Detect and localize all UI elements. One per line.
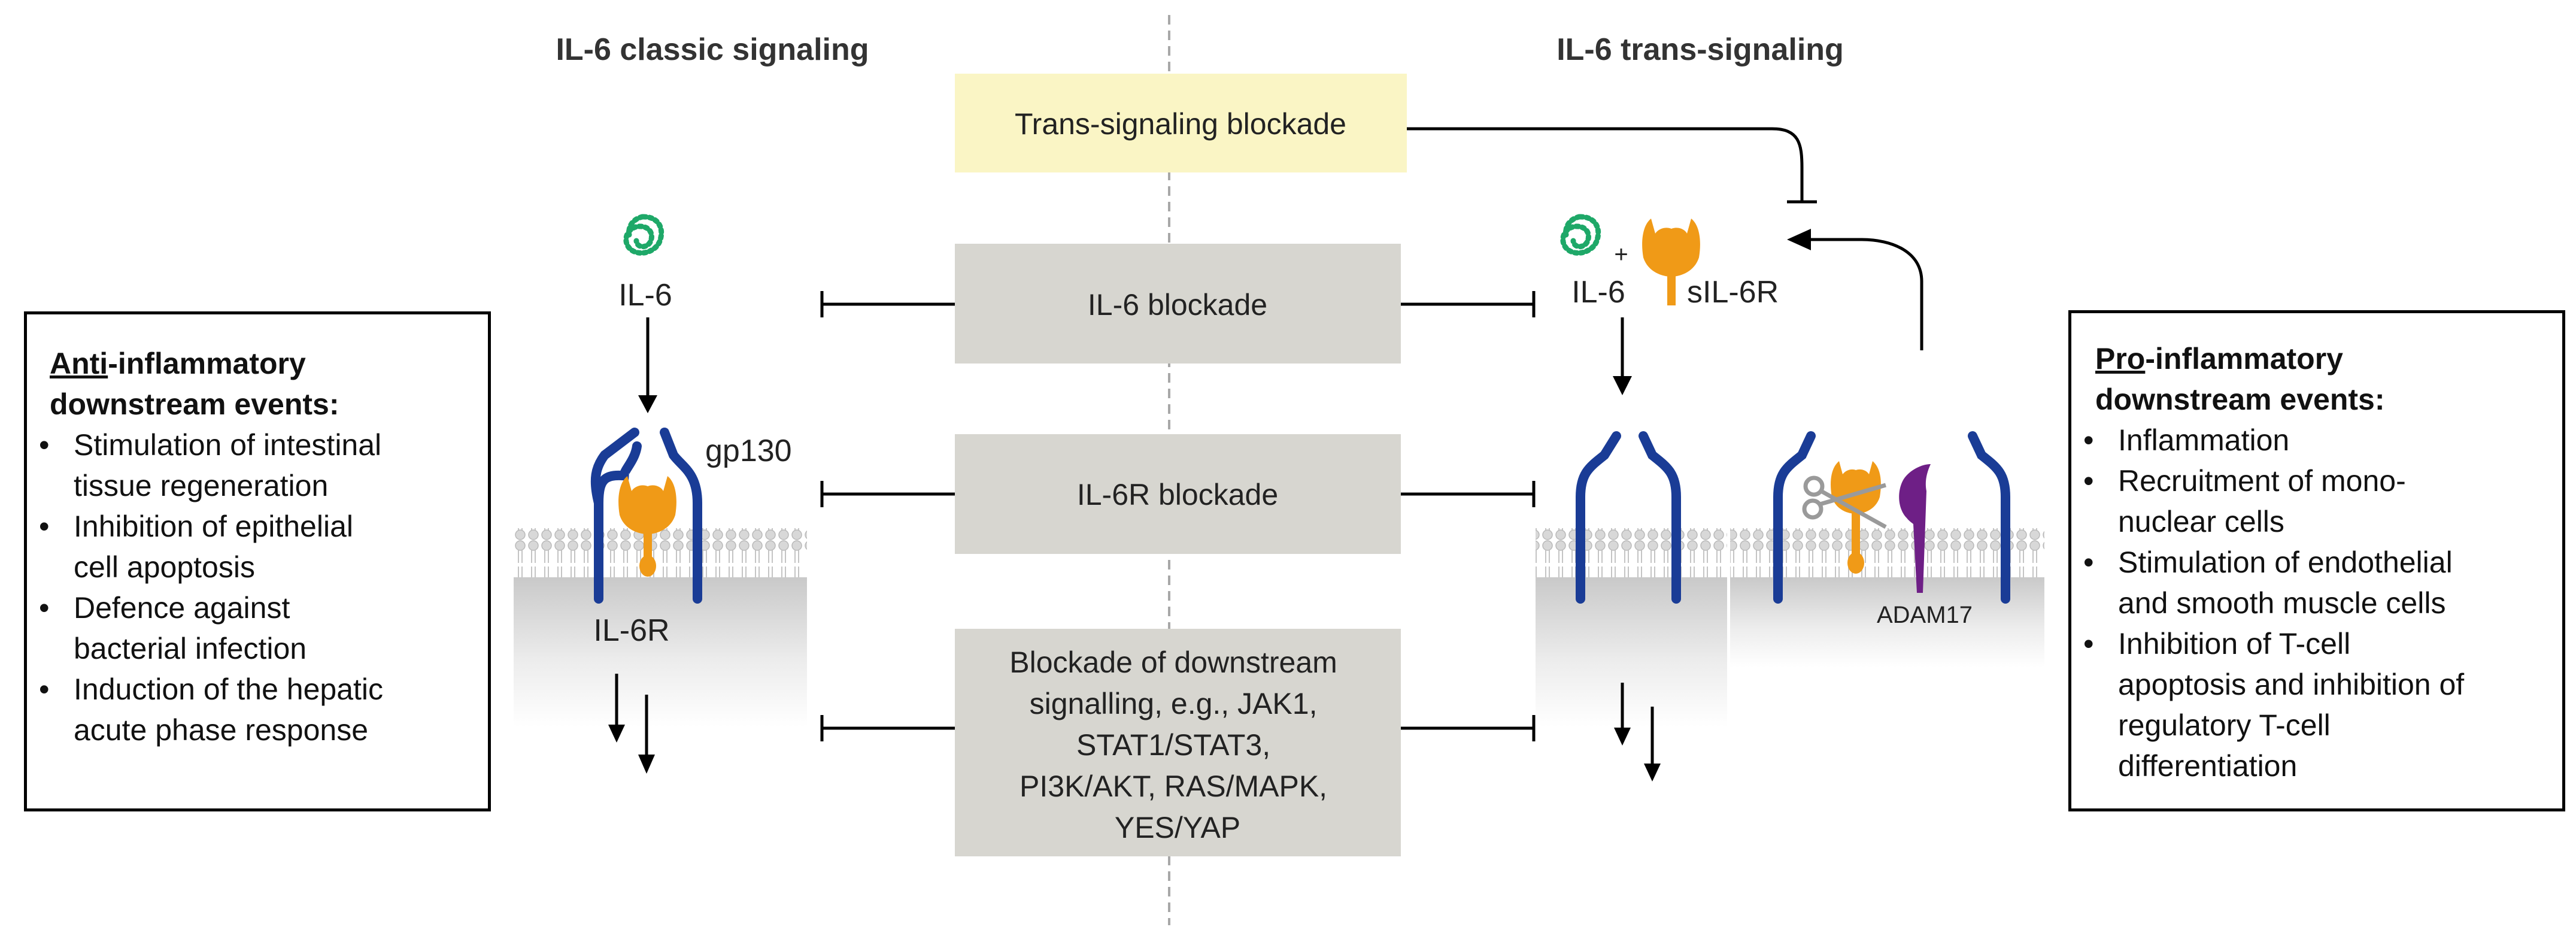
pro-title-line2: downstream events: <box>2095 383 2385 416</box>
il6-binding-arrowhead-left <box>638 395 657 413</box>
downstream-line-1: Blockade of downstream <box>1009 646 1337 679</box>
anti-title-rest: -inflammatory <box>108 347 306 380</box>
classic-header: IL-6 classic signaling <box>556 32 869 67</box>
downstream-blockade-label: Blockade of downstream signalling, e.g.,… <box>1009 646 1345 844</box>
right-cell-1-cytoplasm <box>1536 577 1727 727</box>
il6-protein-icon-right <box>1563 217 1598 253</box>
il6r-label: IL-6R <box>593 613 669 648</box>
downstream-line-4: PI3K/AKT, RAS/MAPK, <box>1020 770 1327 803</box>
trans-signaling-blockade-label: Trans-signaling blockade <box>1015 107 1346 141</box>
pro-title-rest: -inflammatory <box>2145 342 2343 375</box>
pro-inflammatory-title: Pro-inflammatory downstream events: <box>2095 338 2562 420</box>
trans-header: IL-6 trans-signaling <box>1556 32 1844 67</box>
membrane-il6r-icon <box>1831 461 1881 574</box>
downstream-line-2: signalling, e.g., JAK1, <box>1030 687 1318 720</box>
il6-right-label: IL-6 <box>1571 275 1625 310</box>
left-downstream-arrowhead-2 <box>638 755 655 774</box>
trans-signaling-blockade-box <box>955 74 1407 172</box>
anti-title-underlined: Anti <box>50 347 108 380</box>
il6r-blockade-box <box>955 434 1401 554</box>
il6r-blockade-label: IL-6R blockade <box>1077 478 1278 511</box>
gp130-receptor-icon-right-2 <box>1773 431 2010 604</box>
left-downstream-arrows <box>615 674 648 758</box>
adam17-icon <box>1899 464 1931 593</box>
left-membrane <box>514 528 807 577</box>
sil6r-label: sIL-6R <box>1687 275 1779 310</box>
sil6r-icon <box>1642 219 1700 305</box>
downstream-line-5: YES/YAP <box>1115 811 1240 844</box>
il6-protein-icon <box>626 217 662 253</box>
adam17-label: ADAM17 <box>1877 602 1973 628</box>
right-cell-1-membrane <box>1536 528 1727 577</box>
pro-inflammatory-box: Pro-inflammatory downstream events: Infl… <box>2068 310 2565 811</box>
gp130-label: gp130 <box>705 434 792 468</box>
il6-binding-arrowhead-right <box>1613 376 1632 395</box>
left-cell-cytoplasm <box>514 577 807 727</box>
right-downstream-arrowhead-1 <box>1614 728 1631 746</box>
downstream-line-3: STAT1/STAT3, <box>1076 728 1270 762</box>
anti-title-line2: downstream events: <box>50 387 339 421</box>
il6-left-label: IL-6 <box>618 278 672 313</box>
pro-event-item: Recruitment of mono-nuclear cells <box>2071 461 2562 542</box>
gp130-receptor-icon <box>590 428 702 604</box>
right-downstream-arrowhead-2 <box>1644 764 1661 781</box>
anti-inflammatory-title: Anti-inflammatory downstream events: <box>50 343 488 425</box>
right-downstream-arrows <box>1621 683 1654 767</box>
left-downstream-arrowhead-1 <box>608 725 625 743</box>
il6-blockade-box <box>955 244 1401 364</box>
il6r-receptor-icon <box>618 476 676 577</box>
anti-inflammatory-box: Anti-inflammatory downstream events: Sti… <box>24 311 491 811</box>
inhibition-lines <box>820 127 1817 741</box>
downstream-blockade-box <box>955 629 1401 856</box>
adam17-cleavage-arrow <box>1805 238 1923 350</box>
plus-sign: + <box>1614 241 1628 268</box>
pro-title-underlined: Pro <box>2095 342 2146 375</box>
pro-event-item: Inflammation <box>2071 420 2562 461</box>
gp130-receptor-icon-right-1 <box>1576 431 1681 604</box>
adam17-arrowhead <box>1787 229 1811 250</box>
il6-blockade-label: IL-6 blockade <box>1088 288 1267 322</box>
scissors-icon <box>1802 475 1887 529</box>
